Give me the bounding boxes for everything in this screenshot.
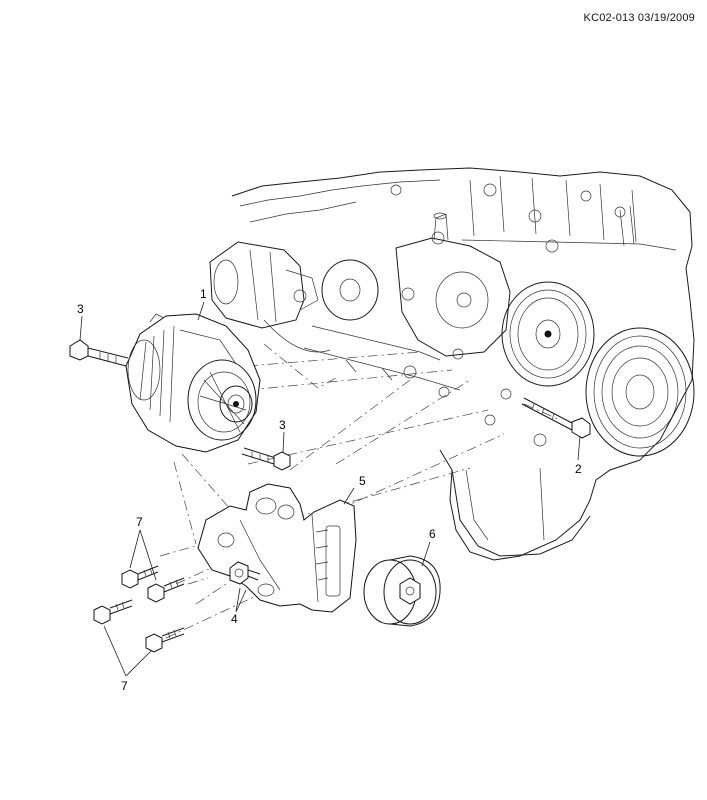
callout-3-upper: 3 <box>77 302 84 316</box>
leader-lines <box>79 301 581 677</box>
engine-block <box>209 167 695 561</box>
alternator-bolt-lower <box>241 447 291 471</box>
idler-pulley <box>363 555 441 627</box>
callout-4: 4 <box>231 612 238 626</box>
callout-7-lower: 7 <box>121 679 128 693</box>
callout-5: 5 <box>359 474 366 488</box>
bracket-bolt-3 <box>93 599 133 625</box>
nut <box>229 561 261 585</box>
bracket-bolt-2 <box>147 577 185 603</box>
alternator-bracket <box>197 483 357 613</box>
bracket-bolt-1 <box>121 565 159 589</box>
alternator-bolt-upper <box>69 339 129 367</box>
document-reference: KC02-013 03/19/2009 <box>583 12 695 24</box>
alternator <box>125 313 261 453</box>
callout-3-lower: 3 <box>279 418 286 432</box>
callout-7-upper: 7 <box>136 515 143 529</box>
callout-6: 6 <box>429 527 436 541</box>
callout-1: 1 <box>200 287 207 301</box>
bracket-bolt-4 <box>145 627 185 653</box>
callout-2: 2 <box>575 462 582 476</box>
long-bolt <box>521 397 591 439</box>
